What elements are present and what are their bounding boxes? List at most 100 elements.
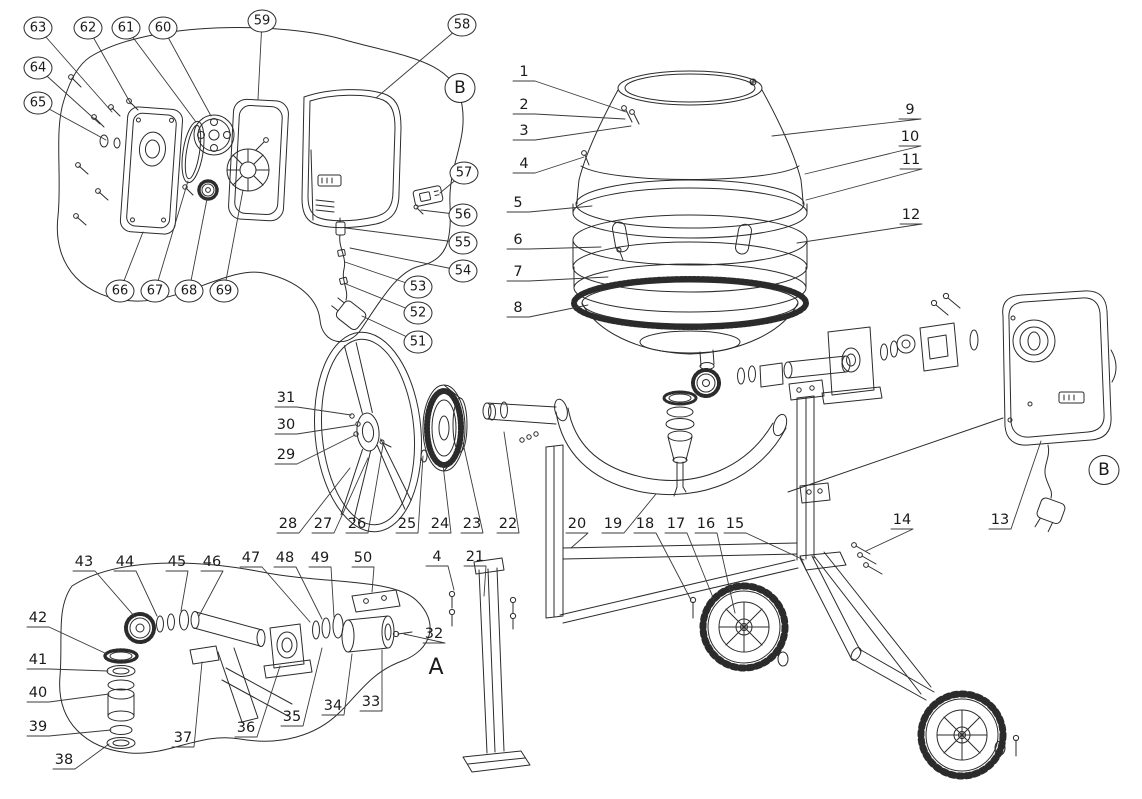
leader-line-63: [37, 27, 113, 113]
drive-belt: [181, 120, 205, 184]
leader-line-9: [771, 118, 922, 137]
motor-cover-left: [301, 89, 402, 229]
gasket-frame: [228, 98, 289, 222]
ring-gear-teeth: [571, 276, 809, 330]
leader-line-14: [865, 528, 914, 552]
back-cover-plate: [119, 106, 184, 235]
leader-line-17: [664, 532, 715, 601]
leader-line-39: [26, 729, 112, 737]
leader-line-31: [274, 406, 352, 416]
leader-line-48: [273, 566, 323, 620]
leader-line-10: [804, 145, 922, 175]
right-axle-exploded: [691, 292, 979, 405]
rear-wheel-right: [917, 690, 1007, 780]
leader-line-33: [359, 649, 383, 712]
pulley: [193, 114, 235, 156]
leader-line-20: [565, 532, 589, 549]
leader-line-23: [460, 442, 484, 534]
leader-line-27: [311, 457, 369, 534]
leader-lines: [26, 20, 1042, 770]
leader-line-65: [37, 102, 107, 141]
leader-line-29: [274, 434, 356, 465]
leader-line-40: [26, 693, 110, 703]
shaft-washers: [420, 401, 539, 463]
cover-screws: [68, 74, 194, 226]
leader-line-56: [420, 209, 464, 216]
power-switch: [412, 185, 444, 207]
leader-line-38: [52, 743, 110, 770]
leader-line-4-2: [425, 565, 455, 591]
leader-line-19: [601, 493, 657, 534]
leader-line-68: [188, 198, 208, 292]
frame: [545, 379, 1004, 701]
drum-spindle-stack: [662, 390, 698, 497]
leader-line-22: [496, 431, 520, 534]
leader-line-47: [239, 566, 311, 623]
leader-line-67: [154, 180, 189, 292]
leader-line-69: [223, 189, 244, 292]
leader-line-50: [351, 566, 375, 593]
shaft-detail-parts: [103, 589, 413, 749]
leader-line-26: [345, 444, 384, 534]
leader-line-34: [321, 653, 353, 716]
leader-line-16: [694, 532, 736, 614]
leader-line-62: [87, 27, 132, 105]
front-leg: [448, 557, 531, 773]
wheel-washer-right: [994, 740, 1006, 756]
leader-line-44: [113, 570, 158, 617]
leader-line-45: [165, 570, 189, 612]
leader-line-4: [512, 156, 585, 174]
detail-a-boundary: [59, 562, 431, 754]
leader-line-18: [633, 532, 692, 601]
leader-line-55: [345, 227, 464, 244]
handwheel: [313, 331, 423, 533]
leader-line-5: [506, 205, 593, 213]
wheel-washer-left: [777, 651, 789, 667]
leader-line-8: [506, 304, 589, 318]
brand-plate-left: [317, 174, 342, 187]
leader-line-15: [723, 532, 805, 561]
leader-line-58: [375, 24, 463, 99]
leader-line-54: [349, 247, 464, 272]
leader-line-42: [26, 626, 108, 655]
leader-line-59: [257, 20, 263, 100]
leader-line-24: [428, 464, 452, 534]
leader-line-1: [512, 80, 627, 113]
leader-line-43: [72, 570, 136, 618]
bowl-cradle: [482, 398, 788, 496]
leader-line-21: [463, 565, 487, 597]
leader-line-2: [512, 113, 626, 120]
leader-line-52: [345, 283, 419, 314]
motor-rotor: [226, 137, 270, 192]
leader-line-7: [506, 276, 609, 282]
leader-line-36: [234, 665, 281, 738]
leader-line-30: [274, 424, 356, 435]
leader-line-35: [280, 647, 323, 727]
leader-line-61: [125, 27, 197, 123]
leader-line-60: [162, 27, 212, 117]
leader-line-13: [988, 440, 1042, 530]
leader-line-28: [276, 467, 351, 534]
power-cord-left: [331, 217, 367, 330]
drum-assembly: [571, 70, 809, 370]
leader-line-41: [26, 668, 109, 672]
leader-line-32: [403, 633, 446, 644]
leader-line-6: [506, 246, 602, 250]
leader-line-11: [805, 168, 923, 201]
brand-plate-right: [1058, 391, 1085, 404]
pinion-gear: [197, 179, 219, 201]
leader-line-53: [344, 261, 419, 288]
leader-line-3: [512, 125, 632, 141]
hub-bolts: [349, 413, 392, 448]
leader-line-12: [796, 223, 923, 244]
leader-line-66: [119, 231, 144, 292]
switch-screw: [416, 207, 424, 215]
ring-gear-disc: [422, 384, 468, 472]
leader-line-49: [308, 566, 335, 618]
leader-line-37: [171, 661, 203, 748]
leader-line-25: [395, 455, 424, 534]
detail-b-boundary: [56, 27, 464, 343]
rear-wheel-left: [699, 582, 789, 672]
